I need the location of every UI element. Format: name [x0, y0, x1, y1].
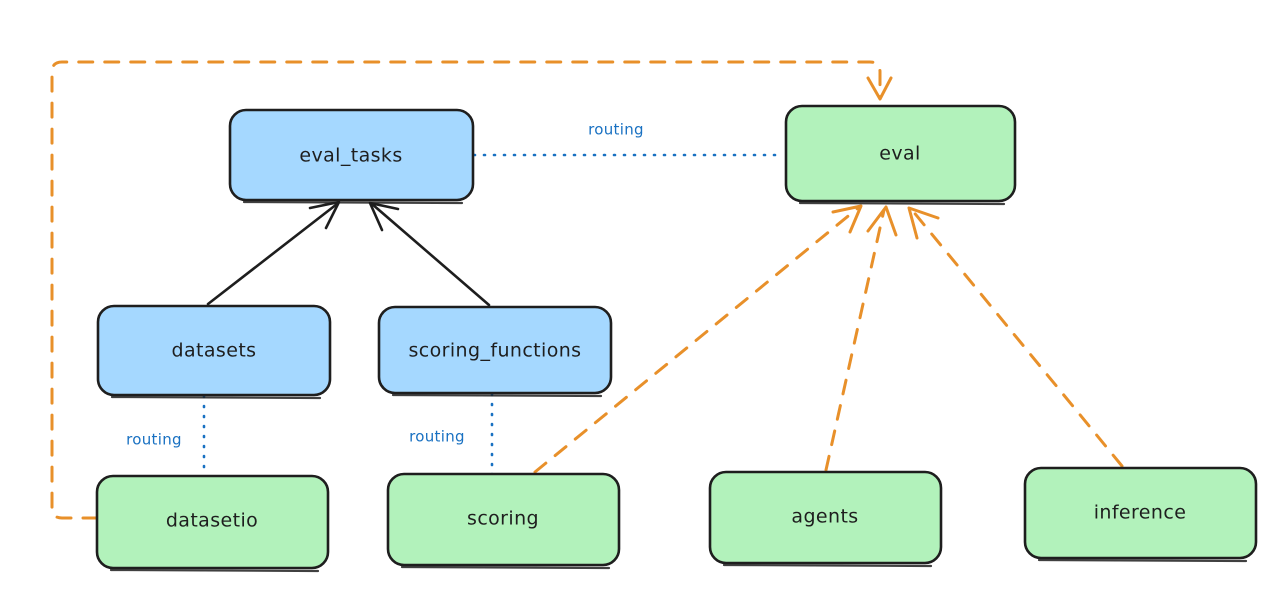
node-inference[interactable]: inference	[1023, 466, 1258, 563]
edge-datasets-to-eval_tasks	[206, 200, 341, 306]
edge-label-routing-datasets: routing	[126, 431, 182, 449]
node-label-scoring: scoring	[467, 508, 539, 530]
node-scoring[interactable]: scoring	[386, 472, 621, 570]
edge-scoring-to-eval	[533, 204, 863, 474]
edge-scoring_functions-to-eval_tasks	[368, 201, 491, 307]
node-label-datasetio: datasetio	[166, 510, 258, 532]
node-eval_tasks[interactable]: eval_tasks	[228, 108, 475, 205]
edge-datasetio-to-eval	[50, 60, 893, 520]
node-eval[interactable]: eval	[784, 104, 1017, 206]
node-label-inference: inference	[1094, 502, 1187, 524]
node-label-scoring_functions: scoring_functions	[409, 340, 582, 362]
edge-agents-to-eval	[824, 205, 898, 472]
node-label-eval: eval	[879, 143, 920, 165]
node-label-eval_tasks: eval_tasks	[299, 145, 402, 167]
node-label-agents: agents	[791, 506, 858, 528]
node-agents[interactable]: agents	[708, 470, 943, 568]
edge-inference-to-eval	[907, 206, 1124, 468]
node-label-datasets: datasets	[172, 340, 257, 362]
edge-label-routing-eval-tasks: routing	[588, 121, 644, 139]
node-datasets[interactable]: datasets	[96, 304, 332, 400]
node-datasetio[interactable]: datasetio	[95, 474, 330, 573]
edge-label-routing-scoring-functions: routing	[409, 428, 465, 446]
node-scoring_functions[interactable]: scoring_functions	[377, 305, 613, 398]
